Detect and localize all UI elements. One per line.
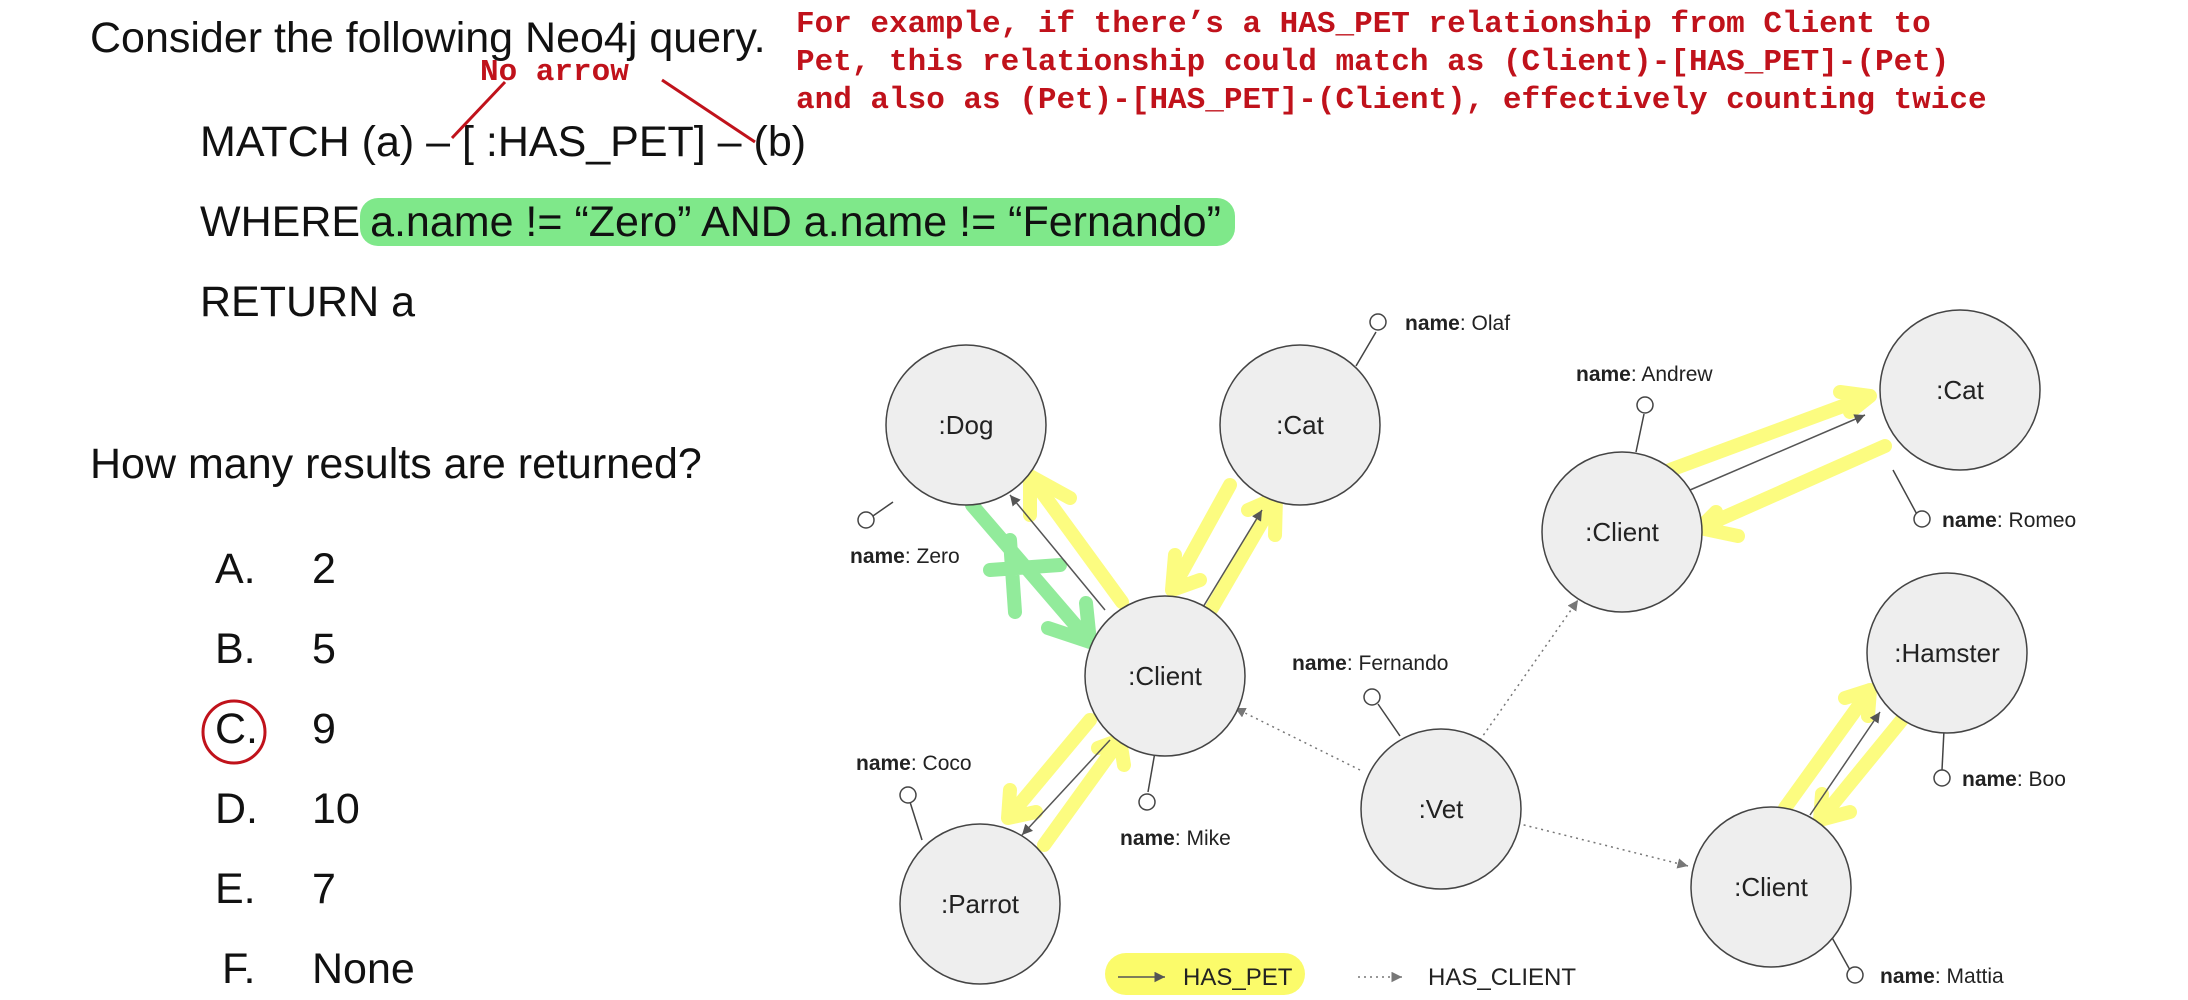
query-return-line: RETURN a: [200, 278, 416, 326]
node-cat-romeo: :Cat: [1879, 309, 2041, 471]
node-client-andrew: :Client: [1541, 451, 1703, 613]
property-pin: [1138, 793, 1156, 811]
property-label-fernando: name: Fernando: [1292, 652, 1448, 675]
node-cat-olaf: :Cat: [1219, 344, 1381, 506]
question-prompt: How many results are returned?: [90, 440, 702, 488]
option-letter: F.: [222, 945, 256, 993]
node-label: :Client: [1128, 661, 1202, 691]
property-pin: [1636, 396, 1654, 414]
property-labels: name: Zero name: Olaf name: Mike name: C…: [850, 312, 2076, 988]
highlight-client2-cat2-b: [1693, 439, 1892, 543]
has-pet-edge-client2-cat2: [1689, 414, 1866, 491]
no-arrow-pointer-left: [450, 80, 507, 140]
node-client-mike: :Client: [1084, 595, 1246, 757]
property-pin: [899, 786, 917, 804]
highlight-dog-client-green: [965, 498, 1097, 649]
node-hamster: :Hamster: [1866, 572, 2028, 734]
highlight-client3-hamster-a: [1778, 683, 1877, 815]
property-pin: [1363, 688, 1381, 706]
property-label-olaf: name: Olaf: [1405, 312, 1510, 335]
node-client-mattia: :Client: [1690, 806, 1852, 968]
property-label-andrew: name: Andrew: [1576, 363, 1713, 386]
has-client-edge-vet-client2: [1479, 599, 1579, 741]
has-pet-edges: [1009, 414, 1881, 836]
node-label: :Dog: [939, 410, 994, 440]
node-label: :Client: [1585, 517, 1659, 547]
node-vet: :Vet: [1360, 728, 1522, 890]
property-label-boo: name: Boo: [1962, 768, 2066, 791]
node-label: :Cat: [1936, 375, 1984, 405]
has-pet-edge-client-cat1: [1199, 509, 1263, 613]
property-pins: [857, 313, 1951, 984]
option-value: 2: [312, 545, 336, 593]
graph-nodes: :Dog :Cat :Client :Parrot :Vet :Client :…: [885, 309, 2041, 985]
has-client-edges: [1234, 599, 1689, 869]
property-label-coco: name: Coco: [856, 752, 972, 775]
no-arrow-pointer-right: [661, 78, 756, 144]
question-intro: Consider the following Neo4j query.: [90, 14, 766, 62]
node-label: :Vet: [1419, 794, 1465, 824]
option-value: 10: [312, 785, 360, 833]
node-dog: :Dog: [885, 344, 1047, 506]
property-pin: [1846, 966, 1864, 984]
node-parrot: :Parrot: [899, 823, 1061, 985]
legend: HAS_PET HAS_CLIENT: [1105, 953, 1576, 995]
highlight-strokes: [965, 385, 1912, 852]
option-letter: E.: [215, 865, 256, 913]
has-pet-edge-client3-hamster: [1809, 711, 1881, 816]
property-pin: [1913, 510, 1931, 528]
option-value: 7: [312, 865, 336, 913]
option-letter: A.: [215, 545, 256, 593]
query-where-keyword: WHERE: [200, 198, 361, 246]
property-pin: [857, 511, 875, 529]
property-pin: [1933, 769, 1951, 787]
option-value: 5: [312, 625, 336, 673]
highlight-client-parrot-a: [1001, 713, 1097, 825]
highlight-client-cat1-a: [1165, 478, 1237, 597]
property-label-romeo: name: Romeo: [1942, 509, 2076, 532]
no-arrow-pointers: [450, 78, 756, 144]
highlight-client-parrot-b: [1037, 733, 1131, 852]
legend-has-pet-label: HAS_PET: [1183, 964, 1293, 991]
legend-has-client-label: HAS_CLIENT: [1428, 964, 1576, 991]
explanation-line: and also as (Pet)-[HAS_PET]-(Client), ef…: [796, 83, 1987, 118]
query-where-condition: a.name != “Zero” AND a.name != “Fernando…: [360, 198, 1235, 246]
property-label-mike: name: Mike: [1120, 827, 1231, 850]
has-pet-edge-client-parrot: [1021, 739, 1111, 836]
option-value: 9: [312, 705, 336, 753]
query-match-line: MATCH (a) – [ :HAS_PET] – (b): [200, 118, 807, 166]
option-letter: D.: [215, 785, 258, 833]
option-value: None: [312, 945, 415, 993]
has-client-edge-vet-client1: [1234, 707, 1361, 771]
option-letter: C.: [215, 705, 258, 753]
node-label: :Parrot: [941, 889, 1020, 919]
explanation-annotation: For example, if there’s a HAS_PET relati…: [796, 6, 1987, 120]
has-pet-edge-client-dog: [1009, 494, 1106, 611]
node-label: :Hamster: [1894, 638, 2000, 668]
legend-has-pet-highlight: [1105, 953, 1305, 995]
node-label: :Cat: [1276, 410, 1324, 440]
property-pin: [1369, 313, 1387, 331]
highlight-dog-client-yellow: [1023, 469, 1129, 609]
selected-answer-circle: [201, 699, 267, 765]
highlight-client2-cat2-a: [1663, 385, 1877, 477]
property-label-zero: name: Zero: [850, 545, 960, 568]
explanation-line: Pet, this relationship could match as (C…: [796, 45, 1950, 80]
property-label-mattia: name: Mattia: [1880, 965, 2004, 988]
option-letter: B.: [215, 625, 256, 673]
has-client-edge-vet-client3: [1511, 821, 1689, 869]
explanation-line: For example, if there’s a HAS_PET relati…: [796, 7, 1931, 42]
node-label: :Client: [1734, 872, 1808, 902]
